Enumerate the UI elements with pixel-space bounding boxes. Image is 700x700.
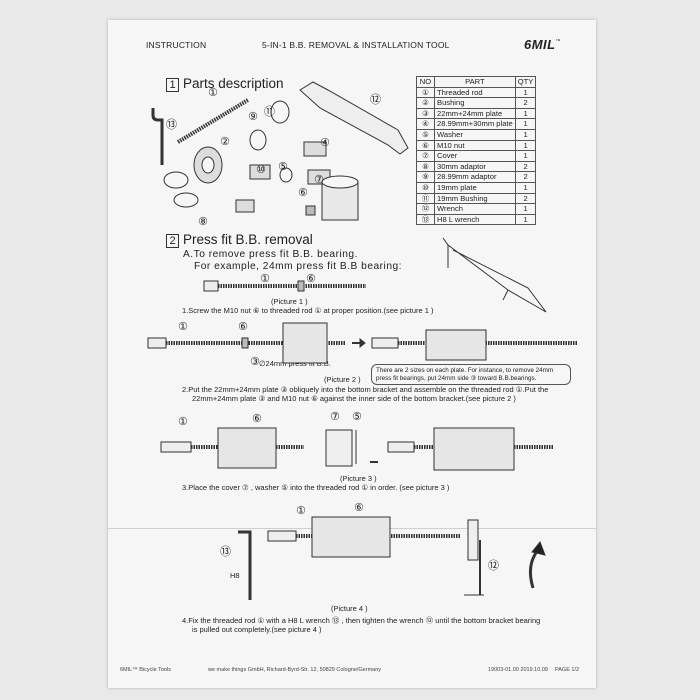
pic4-callout-1: ①	[296, 504, 306, 517]
instruction-sheet: INSTRUCTION 5-IN-1 B.B. REMOVAL & INSTAL…	[108, 20, 596, 688]
section-2-title: 2 Press fit B.B. removal	[166, 232, 313, 248]
step-3-text: 3.Place the cover ⑦ , washer ⑤ into the …	[182, 483, 450, 492]
pic1-callout-1: ①	[260, 272, 270, 285]
callout-6: ⑥	[298, 186, 308, 199]
step-4-text-b: is pulled out completely.(see picture 4 …	[192, 625, 322, 634]
h8-label: H8	[230, 571, 240, 580]
illustrations: ① ② ④ ⑤ ⑥ ⑦ ⑧ ⑨ ⑩ ⑪ ⑫ ⑬ ① ⑥ ① ⑥ ③ ① ⑥ ⑦ …	[147, 81, 578, 600]
footer-address: we make things GmbH, Richard-Byrd-Str. 1…	[208, 667, 382, 673]
picture-3-right-assembly	[387, 427, 554, 471]
pic3-callout-7: ⑦	[330, 410, 340, 423]
small-rings-icon	[249, 100, 293, 183]
footer-doc-code: 19003-01.00 2019.10.09	[488, 667, 548, 673]
callout-11: ⑪	[264, 105, 275, 118]
pic2-callout-6: ⑥	[238, 320, 248, 333]
plate-size-note: There are 2 sizes on each plate. For ins…	[371, 364, 571, 385]
wrench-icon	[299, 81, 409, 155]
section-1-number: 1	[166, 78, 179, 92]
adaptor-rings-icon	[163, 171, 199, 208]
section-2-label: Press fit B.B. removal	[183, 232, 313, 247]
section-2-subtitle-b: For example, 24mm press fit B.B bearing:	[194, 261, 402, 272]
picture-4-assembly	[238, 516, 484, 600]
pic3-callout-5: ⑤	[352, 410, 362, 423]
arrow-right-icon	[352, 337, 366, 349]
pic3-callout-1: ①	[178, 415, 188, 428]
header-instruction: INSTRUCTION	[146, 40, 207, 50]
footer-page: PAGE 1/2	[555, 667, 580, 673]
pic4-callout-12: ⑫	[488, 559, 499, 572]
callout-10: ⑩	[256, 163, 266, 176]
pic2-callout-3: ③	[250, 355, 260, 368]
section-1-label: Parts description	[183, 76, 284, 91]
brand-name: 6MIL	[524, 37, 556, 52]
parts-cell-no: ⑬	[416, 213, 435, 226]
picture-2-right-assembly	[371, 329, 578, 361]
picture-1-caption: (Picture 1 )	[271, 297, 308, 306]
callout-1: ①	[208, 86, 218, 99]
picture-2-left-assembly	[147, 322, 346, 364]
bike-frame-icon	[442, 237, 547, 313]
picture-1-rod	[203, 280, 366, 292]
plates-icon	[235, 141, 331, 213]
picture-3-caption: (Picture 3 )	[340, 474, 377, 483]
callout-2: ②	[220, 135, 230, 148]
pic4-callout-6: ⑥	[354, 501, 364, 514]
callout-9: ⑨	[248, 110, 258, 123]
step-2-text-b: 22mm+24mm plate ③ and M10 nut ⑥ against …	[192, 394, 516, 403]
callout-13: ⑬	[166, 118, 177, 131]
step-4-text-a: 4.Fix the threaded rod ① with a H8 L wre…	[182, 616, 541, 625]
bushing-icon	[193, 146, 223, 184]
step-1-text: 1.Screw the M10 nut ⑥ to threaded rod ① …	[182, 306, 434, 315]
pic1-callout-6: ⑥	[306, 272, 316, 285]
pic3-callout-6: ⑥	[252, 412, 262, 425]
brand-logo: 6MIL™	[524, 37, 561, 52]
pic4-callout-13: ⑬	[220, 545, 231, 558]
parts-cell-qty: 1	[514, 213, 537, 226]
picture-4-caption: (Picture 4 )	[331, 604, 368, 613]
section-2-number: 2	[166, 234, 179, 248]
section-1-title: 1 Parts description	[166, 76, 284, 92]
pic2-callout-1: ①	[178, 320, 188, 333]
callout-4: ④	[320, 136, 330, 149]
footer-brand: 6MIL™ Bicycle Tools	[120, 667, 171, 673]
picture-2-caption: (Picture 2 )	[324, 375, 361, 384]
picture-3-left-assembly	[160, 427, 357, 469]
section-2-subtitle-a: A.To remove press fit B.B. bearing.	[183, 249, 358, 260]
rotate-arrow-icon	[528, 541, 546, 589]
cover-icon	[321, 175, 359, 221]
callout-8: ⑧	[198, 215, 208, 228]
nut-icon	[305, 205, 316, 216]
header-product-title: 5-IN-1 B.B. REMOVAL & INSTALLATION TOOL	[262, 40, 450, 50]
callout-12: ⑫	[370, 93, 381, 106]
l-wrench-icon	[151, 108, 164, 165]
parts-cell-part: H8 L wrench	[434, 213, 516, 226]
threaded-rod-icon	[176, 98, 250, 144]
step-2-text-a: 2.Put the 22mm+24mm plate ③ obliquely in…	[182, 385, 549, 394]
callout-5: ⑤	[278, 160, 288, 173]
callout-7: ⑦	[314, 173, 324, 186]
